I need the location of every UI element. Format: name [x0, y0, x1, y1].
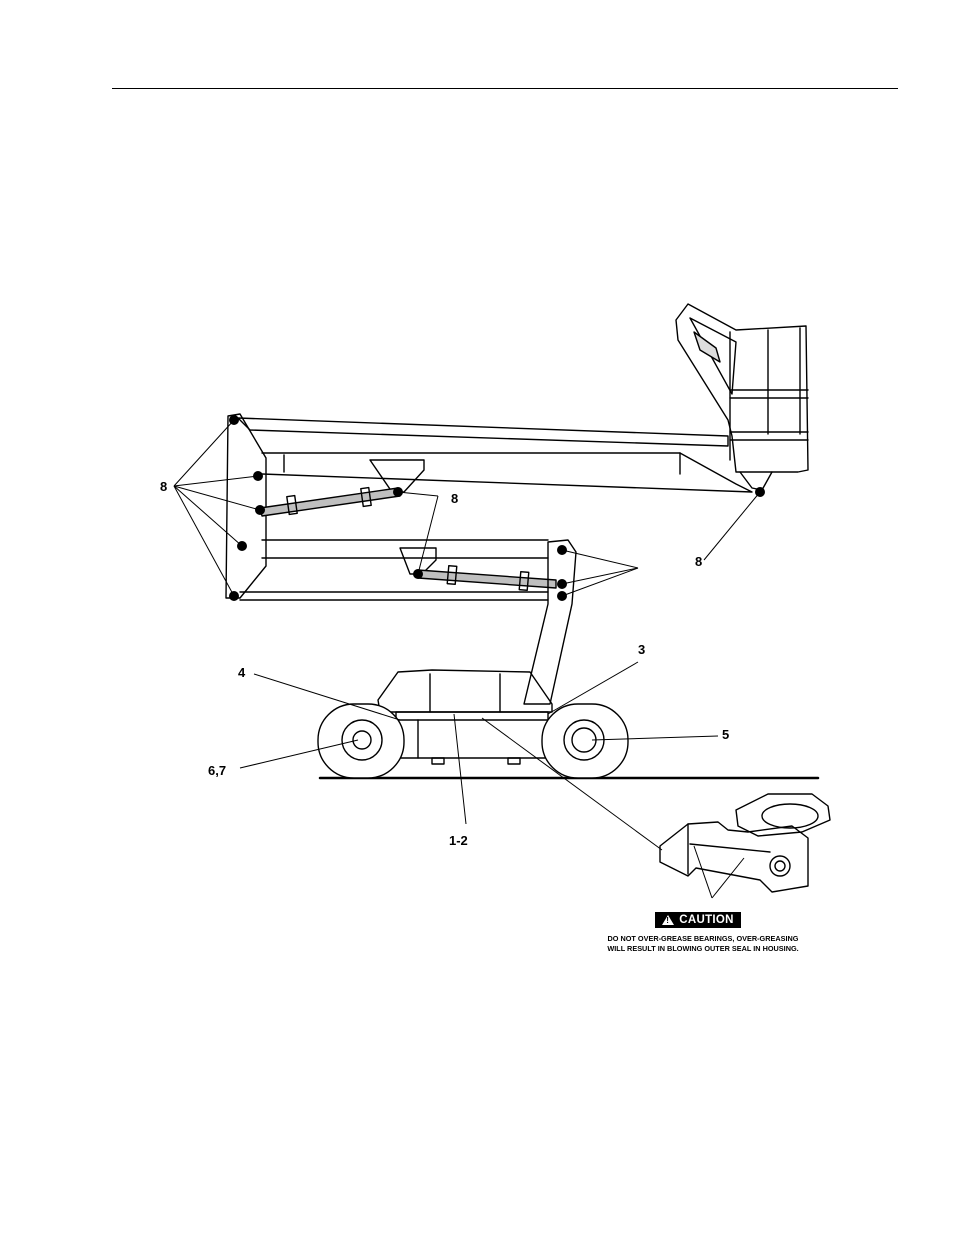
warning-triangle-icon: [662, 915, 675, 925]
header-rule: [112, 88, 898, 89]
caution-label: CAUTION: [679, 914, 734, 926]
boom-knuckle-plate: [225, 413, 267, 599]
callout-front-wheel-hub: 6,7: [208, 763, 226, 778]
callout-labels: 8 8 8 3 4 5 6,7 1-2: [160, 479, 729, 848]
lower-cylinder: [417, 564, 557, 592]
lower-boom: [239, 539, 549, 601]
rear-wheel: [541, 703, 629, 779]
caution-message: DO NOT OVER-GREASE BEARINGS, OVER-GREASI…: [588, 934, 818, 954]
riser: [523, 539, 577, 705]
caution-line-2: WILL RESULT IN BLOWING OUTER SEAL IN HOU…: [607, 944, 799, 953]
front-wheel: [317, 703, 405, 779]
callout-rear-wheel-hub: 5: [722, 727, 729, 742]
caution-banner: CAUTION: [655, 912, 741, 928]
caution-line-1: DO NOT OVER-GREASE BEARINGS, OVER-GREASI…: [607, 934, 799, 943]
callout-upper-cylinder-pin: 8: [451, 491, 458, 506]
leader-lines: [173, 419, 761, 899]
callout-turntable-left: 4: [238, 665, 246, 680]
callout-turntable-right: 3: [638, 642, 645, 657]
swing-bearing-detail: [659, 793, 831, 893]
callout-swing-bearing: 1-2: [449, 833, 468, 848]
callout-riser-pins: 8: [695, 554, 702, 569]
upper-boom: [237, 417, 753, 493]
upper-cylinder: [259, 486, 401, 517]
callout-left-boom-pins: 8: [160, 479, 167, 494]
chassis: [395, 711, 549, 765]
platform-basket: [675, 303, 809, 491]
turntable: [377, 669, 553, 713]
